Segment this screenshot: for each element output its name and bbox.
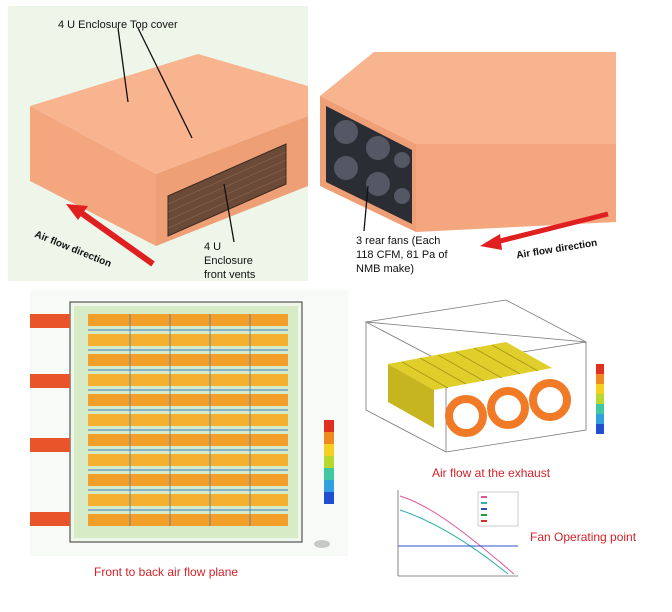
- air-flow-arrow: [495, 211, 609, 245]
- enclosure-front-panel: 4 U Enclosure Top cover 4 U Enclosure fr…: [8, 6, 308, 281]
- enclosure-top-face: [320, 52, 616, 144]
- enclosure-left-face: [30, 106, 156, 246]
- exhaust-image: [356, 292, 622, 462]
- enclosure-rear-illustration: [316, 36, 624, 286]
- front-vents-label: 4 U Enclosure front vents: [204, 241, 256, 281]
- system-curve-line: [399, 509, 509, 575]
- enclosure-side-face: [416, 144, 616, 232]
- inlet-jets: [30, 314, 70, 526]
- heatsink-top: [388, 342, 552, 390]
- fan-curve-line: [399, 495, 515, 575]
- fan-curve-caption: Fan Operating point: [530, 530, 637, 544]
- cfd-plane-caption: Front to back air flow plane: [94, 565, 239, 579]
- enclosure-top-face: [30, 54, 308, 174]
- enclosure-front-illustration: [8, 6, 308, 281]
- exhaust-caption: Air flow at the exhaust: [432, 466, 551, 480]
- exhaust-panel: [356, 292, 622, 462]
- cfd-airflow-plane-image: [30, 290, 348, 556]
- speed-colorbar: [596, 364, 604, 434]
- exhaust-fan-rings: [445, 379, 571, 437]
- front-vent-grille: [167, 143, 287, 237]
- top-cover-pointer: [117, 27, 129, 103]
- front-vents-pointer: [223, 183, 235, 243]
- air-flow-arrow: [78, 209, 155, 267]
- speed-colorbar: [324, 420, 334, 504]
- fans-pointer: [363, 185, 369, 232]
- rear-fans-label: 3 rear fans (Each 118 CFM, 81 Pa of NMB …: [356, 235, 448, 275]
- top-cover-label: 4 U Enclosure Top cover: [58, 19, 178, 31]
- cfd-airflow-plane-panel: [30, 290, 348, 556]
- fan-curve-panel: [386, 484, 526, 588]
- enclosure-rear-panel: 3 rear fans (Each 118 CFM, 81 Pa of NMB …: [316, 36, 624, 286]
- heatsink-rows: [88, 314, 288, 526]
- fan-curve-plot: [386, 484, 526, 588]
